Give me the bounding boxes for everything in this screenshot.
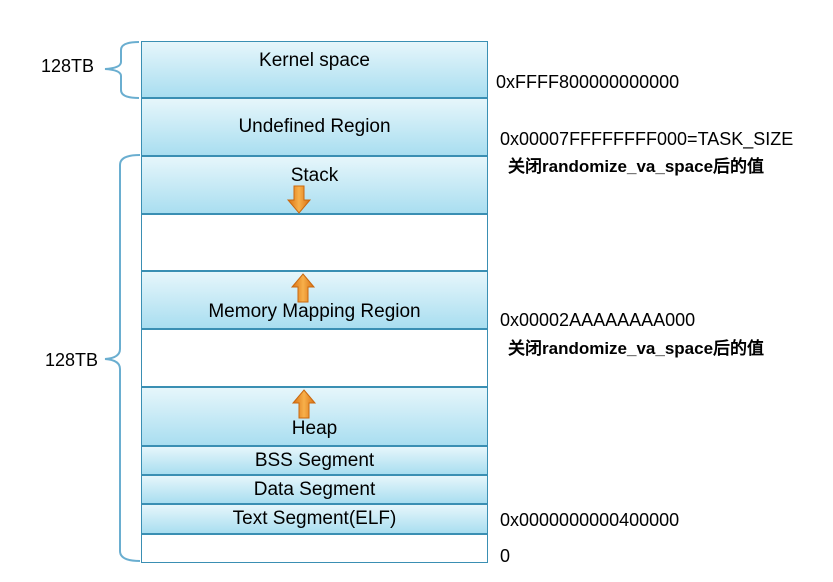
data-segment: Data Segment xyxy=(141,475,488,504)
kernel-space-label: Kernel space xyxy=(259,50,370,71)
stack-segment: Stack xyxy=(141,156,488,214)
mmap-randomize-note: 关闭randomize_va_space后的值 xyxy=(508,339,765,358)
heap-label: Heap xyxy=(291,418,338,439)
mmap-gap xyxy=(141,329,488,387)
bss-label: BSS Segment xyxy=(254,449,375,471)
zero-address: 0 xyxy=(500,546,511,566)
heap-segment: Heap xyxy=(141,387,488,446)
user-brace xyxy=(104,154,141,562)
kernel-size-label: 128TB xyxy=(41,56,95,76)
stack-randomize-note: 关闭randomize_va_space后的值 xyxy=(508,157,765,176)
undefined-region-label: Undefined Region xyxy=(238,116,391,137)
user-size-label: 128TB xyxy=(45,350,99,370)
undefined-region-segment: Undefined Region xyxy=(141,98,488,156)
text-start-address: 0x0000000000400000 xyxy=(500,510,680,530)
kernel-start-address: 0xFFFF800000000000 xyxy=(496,72,680,92)
null-gap xyxy=(141,534,488,563)
text-label: Text Segment(ELF) xyxy=(232,508,397,529)
mmap-up-arrow-icon xyxy=(290,273,316,303)
mmap-label: Memory Mapping Region xyxy=(208,301,421,322)
text-segment: Text Segment(ELF) xyxy=(141,504,488,534)
bss-segment: BSS Segment xyxy=(141,446,488,475)
mmap-segment: Memory Mapping Region xyxy=(141,271,488,329)
stack-down-arrow-icon xyxy=(286,185,312,214)
kernel-space-segment: Kernel space xyxy=(141,41,488,98)
data-label: Data Segment xyxy=(253,478,376,500)
stack-gap xyxy=(141,214,488,271)
heap-up-arrow-icon xyxy=(291,389,317,419)
kernel-brace xyxy=(104,41,140,99)
task-size-address: 0x00007FFFFFFFF000=TASK_SIZE xyxy=(500,129,794,149)
stack-label: Stack xyxy=(290,165,339,186)
mmap-base-address: 0x00002AAAAAAAA000 xyxy=(500,310,696,330)
